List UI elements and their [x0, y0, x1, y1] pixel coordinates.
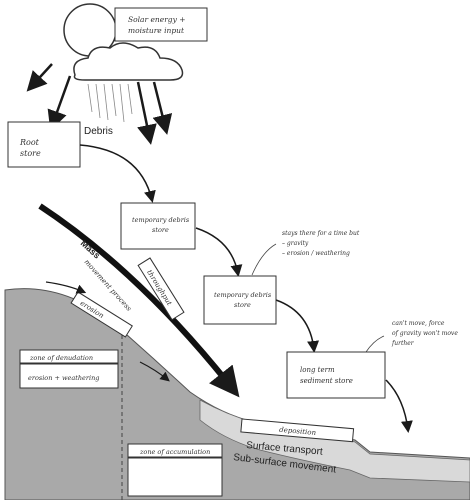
mass-movement-line-1: Mass [79, 238, 102, 260]
annotation-1-line-1: stays there for a time but [282, 230, 360, 237]
input-arrow-2 [47, 75, 72, 131]
long-term-store-box [286, 351, 386, 399]
annotation-1-line-3: – erosion / weathering [282, 250, 350, 257]
annotation-1-line-2: – gravity [282, 240, 309, 247]
long-term-store-text: long term sediment store [300, 366, 353, 385]
erosion-weathering-label: erosion + weathering [28, 374, 99, 382]
root-store-line-2: store [20, 149, 41, 158]
surface-arrow-1 [45, 281, 87, 294]
zone-accumulation-box [127, 443, 223, 458]
annotation-1-text: stays there for a time but – gravity – e… [282, 230, 361, 257]
temp-store-2-line-2: store [234, 301, 251, 309]
temp-store-1-line-2: store [152, 226, 169, 234]
zone-accumulation-content-box [127, 457, 223, 497]
annotation-2-text: can't move, force of gravity won't move … [391, 320, 460, 347]
zone-denudation-box [19, 349, 119, 364]
zone-accumulation-label: zone of accumulation [139, 448, 210, 456]
surface-arrow-2 [139, 361, 170, 382]
mass-movement-label: Mass [79, 238, 102, 260]
input-arrows [26, 63, 173, 145]
input-arrow-1 [26, 63, 53, 92]
root-store-line-1: Root [19, 138, 40, 147]
flow-arrows [79, 144, 413, 433]
annotation-2-pointer [365, 335, 385, 353]
solar-input-text: Solar energy + moisture input [128, 15, 188, 35]
surface-arrows [45, 281, 170, 382]
root-store-box [7, 121, 81, 168]
flow-arrow-2 [195, 227, 243, 277]
rain-icon [87, 83, 133, 123]
temp-store-2-line-1: temporary debris [214, 291, 272, 299]
solar-input-line-2: moisture input [128, 26, 185, 35]
mass-movement-arrow [38, 203, 240, 398]
cloud-icon [73, 42, 184, 81]
root-store-text: Root store [19, 138, 41, 158]
input-arrow-4 [152, 81, 173, 135]
input-arrow-3 [136, 81, 157, 145]
solar-input-box [114, 7, 208, 42]
temp-store-1-box [120, 202, 196, 250]
annotation-2-line-3: further [391, 340, 415, 347]
erosion-weathering-box [19, 363, 119, 389]
temp-store-1-text: temporary debris store [132, 216, 191, 234]
zone-denudation-label: zone of denudation [29, 354, 93, 362]
annotation-2-line-1: can't move, force [392, 320, 445, 327]
flow-arrow-1 [79, 144, 156, 203]
temp-store-2-text: temporary debris store [214, 291, 273, 309]
flow-arrow-4 [385, 379, 413, 433]
deposition-box: deposition [240, 418, 355, 443]
debris-label: Debris [84, 126, 113, 137]
annotation-2-line-2: of gravity won't move [392, 330, 458, 337]
long-term-store-line-1: long term [300, 366, 335, 374]
long-term-store-line-2: sediment store [300, 377, 353, 385]
solar-input-line-1: Solar energy + [128, 15, 186, 24]
temp-store-2-box [203, 275, 277, 325]
annotation-1-pointer [251, 243, 277, 276]
flow-arrow-3 [275, 299, 320, 353]
temp-store-1-line-1: temporary debris [132, 216, 190, 224]
deposition-label: deposition [279, 426, 317, 437]
